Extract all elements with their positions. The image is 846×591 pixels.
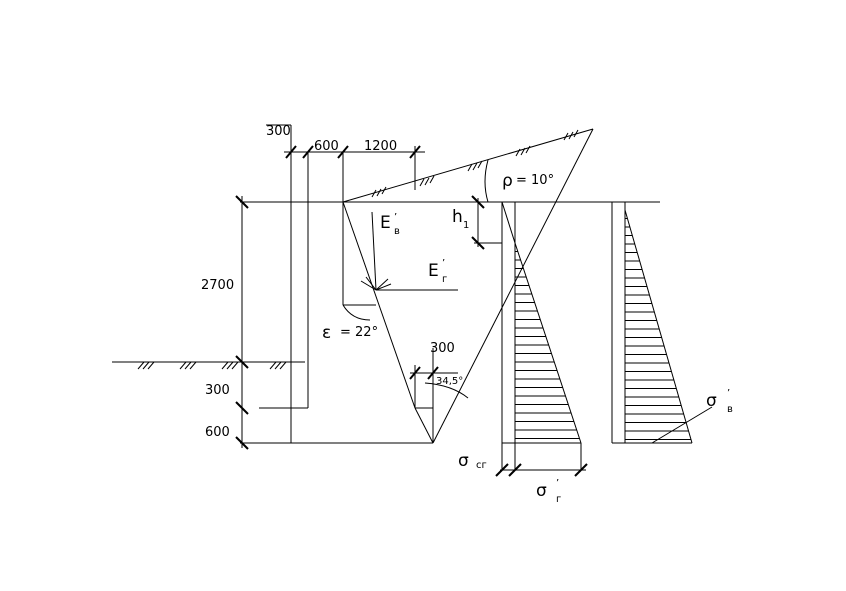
epsilon-symbol: ε — [322, 323, 331, 343]
wedge-angle-arc — [424, 382, 469, 399]
rho-symbol: ρ — [502, 171, 513, 191]
rho-arc — [484, 159, 489, 203]
vertical-pressure-hatch — [625, 218, 691, 440]
top-dimension-chain — [266, 124, 425, 190]
h1-main: h — [452, 207, 463, 227]
dim-heel-width-label: 600 — [314, 139, 339, 154]
sigma-v-symbol: σ — [706, 391, 717, 411]
sigma-cg-symbol: σ — [458, 451, 469, 471]
force-eg-label: E — [428, 261, 439, 281]
force-vectors — [343, 211, 458, 306]
sigma-cg-subscript: сг — [476, 460, 487, 471]
force-eg-prime: ’ — [442, 258, 445, 269]
vertical-pressure-diagram — [611, 202, 713, 444]
front-ground-hatch — [137, 361, 287, 370]
epsilon-arc — [342, 304, 371, 321]
dim-backfill-offset-label: 1200 — [364, 139, 397, 154]
horizontal-pressure-hatch — [515, 251, 580, 439]
force-eg-subscript: г — [442, 274, 447, 285]
h1-dimension — [471, 195, 502, 250]
dim-base-thickness-label: 600 — [205, 425, 230, 440]
sigma-v-subscript: в — [727, 404, 733, 415]
dim-toe-width-label: 300 — [430, 341, 455, 356]
slope-hatch — [371, 129, 579, 198]
sigma-v-prime: ’ — [727, 388, 730, 399]
wedge-angle-label: 34,5° — [436, 376, 463, 387]
dim-wall-thickness-label: 300 — [266, 124, 291, 139]
epsilon-value: = 22° — [340, 325, 378, 340]
dim-toe-step-label: 300 — [205, 383, 230, 398]
sigma-g-symbol: σ — [536, 481, 547, 501]
sigma-g-prime: ’ — [556, 478, 559, 489]
h1-subscript: 1 — [463, 220, 469, 231]
toe-dimension — [409, 366, 458, 380]
horizontal-pressure-diagram — [495, 201, 588, 477]
force-ev-label: E — [380, 213, 391, 233]
sigma-g-subscript: г — [556, 494, 561, 505]
force-ev-prime: ’ — [394, 212, 397, 223]
force-ev-subscript: в — [394, 226, 400, 237]
dim-wall-height-label: 2700 — [201, 278, 234, 293]
left-dimension-chain — [235, 195, 345, 450]
rho-value: = 10° — [516, 173, 554, 188]
retaining-wall — [259, 152, 434, 444]
